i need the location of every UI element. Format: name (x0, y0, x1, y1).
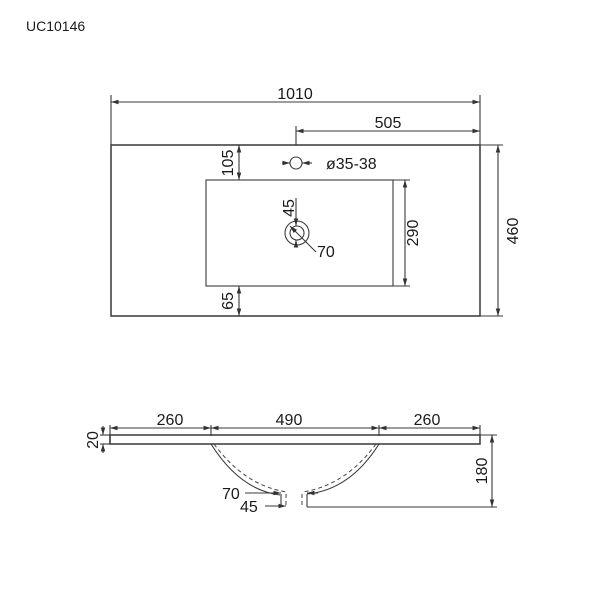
countertop-outline (110, 144, 481, 317)
dim-total-height-label: 180 (474, 458, 491, 485)
dim-overall-width-label: 1010 (277, 86, 313, 103)
bowl-curve-left (210, 443, 281, 496)
tap-hole-diameter-label: ø35-38 (326, 156, 377, 173)
model-number: UC10146 (26, 18, 85, 34)
bowl-curve-right (306, 443, 380, 495)
slab-profile (109, 434, 481, 445)
dim-drain-outer-label: 70 (317, 244, 335, 261)
side-view: 260 490 260 20 180 70 45 (85, 412, 497, 516)
side-drain-outer-label: 70 (222, 486, 240, 503)
top-view: 1010 505 460 290 105 65 ø35-38 (110, 86, 522, 317)
dim-bowl-width-label: 490 (276, 412, 303, 429)
bowl-outline (205, 179, 394, 287)
dim-bowl-depth-label: 290 (405, 220, 422, 247)
tap-hole-icon (289, 156, 303, 170)
dim-tap-offset-label: 505 (375, 115, 402, 132)
dim-right-deck-label: 260 (414, 412, 441, 429)
dim-overall-depth-label: 460 (505, 218, 522, 245)
dim-left-deck-label: 260 (157, 412, 184, 429)
side-drain-inner-label: 45 (240, 499, 258, 516)
dim-tap-to-bowl-label: 105 (220, 150, 237, 177)
dim-bowl-front-margin-label: 65 (220, 292, 237, 310)
dim-slab-thickness-label: 20 (85, 431, 102, 449)
dim-drain-inner-label: 45 (281, 199, 298, 217)
